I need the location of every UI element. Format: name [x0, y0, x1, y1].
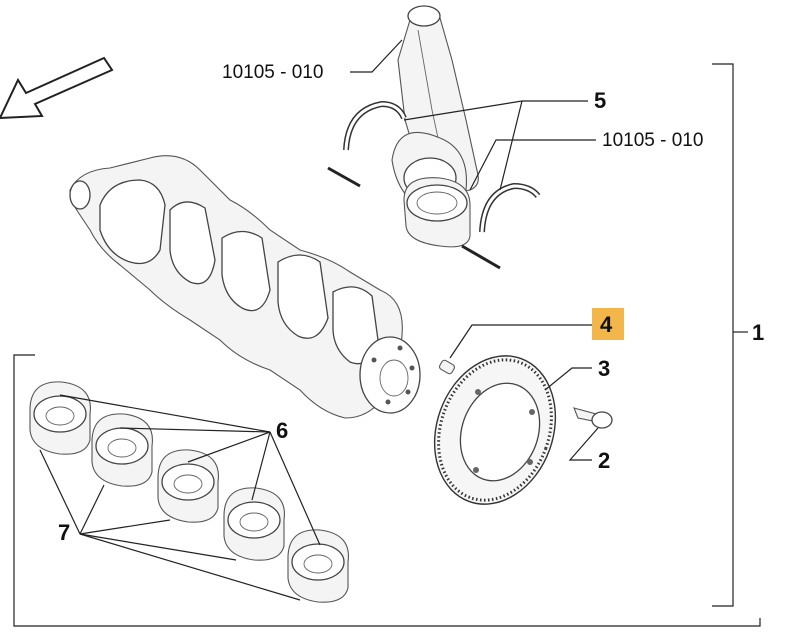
- rod-bearing-cap: [403, 177, 471, 248]
- bearing-group-frame: [13, 354, 761, 627]
- crankshaft: [69, 155, 421, 419]
- callout-4-highlight: [592, 308, 624, 340]
- callout-7: 7: [58, 520, 70, 545]
- dowel-pin: [438, 359, 456, 375]
- group-bracket-1: [712, 63, 748, 607]
- rod-bearing-shell-upper: [343, 100, 407, 151]
- callout-2: 2: [598, 448, 610, 473]
- small-bolts: [327, 166, 501, 270]
- callout-3: 3: [598, 356, 610, 381]
- ref-label-a: 10105 - 010: [222, 62, 323, 83]
- callout-4: 4: [600, 312, 613, 337]
- ref-label-b: 10105 - 010: [602, 130, 703, 151]
- direction-arrow-icon: [0, 56, 114, 120]
- rod-bearing-shell-lower: [479, 182, 541, 233]
- main-bearing-shells: [29, 381, 349, 603]
- leader-lines: [39, 39, 599, 601]
- callout-5: 5: [594, 88, 606, 113]
- flywheel-ring: [433, 355, 557, 505]
- callout-6: 6: [276, 418, 288, 443]
- flywheel-bolt: [573, 407, 613, 429]
- callout-1: 1: [752, 320, 764, 345]
